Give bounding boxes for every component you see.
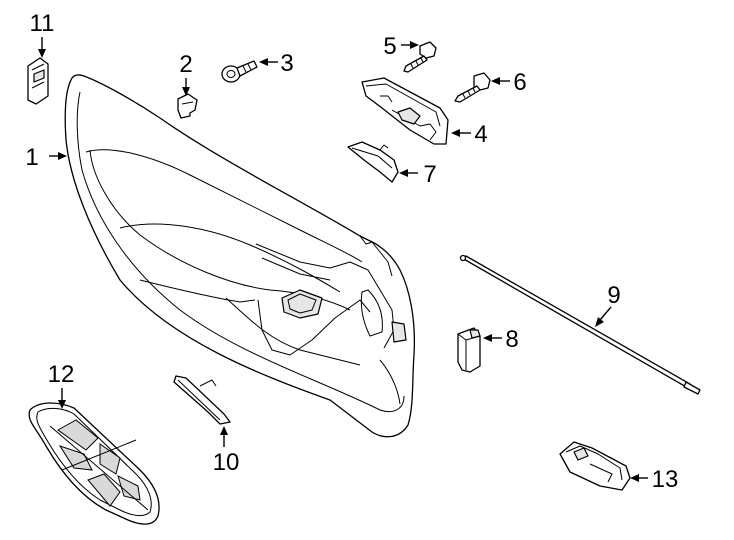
- callout-7: 7: [423, 161, 436, 188]
- part-1-door-trim-panel: [64, 74, 416, 438]
- callout-2: 2: [179, 51, 192, 78]
- callout-6: 6: [513, 69, 526, 96]
- callout-8: 8: [505, 326, 518, 353]
- part-5-bolt: [403, 41, 437, 73]
- callout-11: 11: [30, 10, 55, 37]
- callout-labels: 1 2 3 4 5 6 7 8 9 10 11 12 13: [25, 10, 678, 493]
- part-11-mounting-piece: [27, 57, 49, 105]
- part-9-rod: [459, 254, 701, 395]
- part-13-module: [559, 441, 631, 491]
- part-8-block: [457, 327, 481, 373]
- callout-13: 13: [652, 466, 679, 493]
- callout-10: 10: [213, 449, 240, 476]
- leader-lines: [38, 37, 648, 482]
- callout-9: 9: [607, 282, 620, 309]
- part-2-clip: [177, 93, 198, 119]
- part-4-bracket: [361, 77, 449, 145]
- part-7-trim-strip: [347, 141, 399, 183]
- callout-4: 4: [474, 121, 487, 148]
- callout-12: 12: [48, 361, 75, 388]
- callout-5: 5: [383, 33, 396, 60]
- part-6-bolt: [454, 72, 491, 103]
- callout-1: 1: [25, 144, 38, 171]
- part-10-strip: [173, 375, 231, 425]
- part-3-screw: [221, 60, 258, 83]
- part-12-speaker-cover: [28, 402, 160, 525]
- callout-3: 3: [280, 50, 293, 77]
